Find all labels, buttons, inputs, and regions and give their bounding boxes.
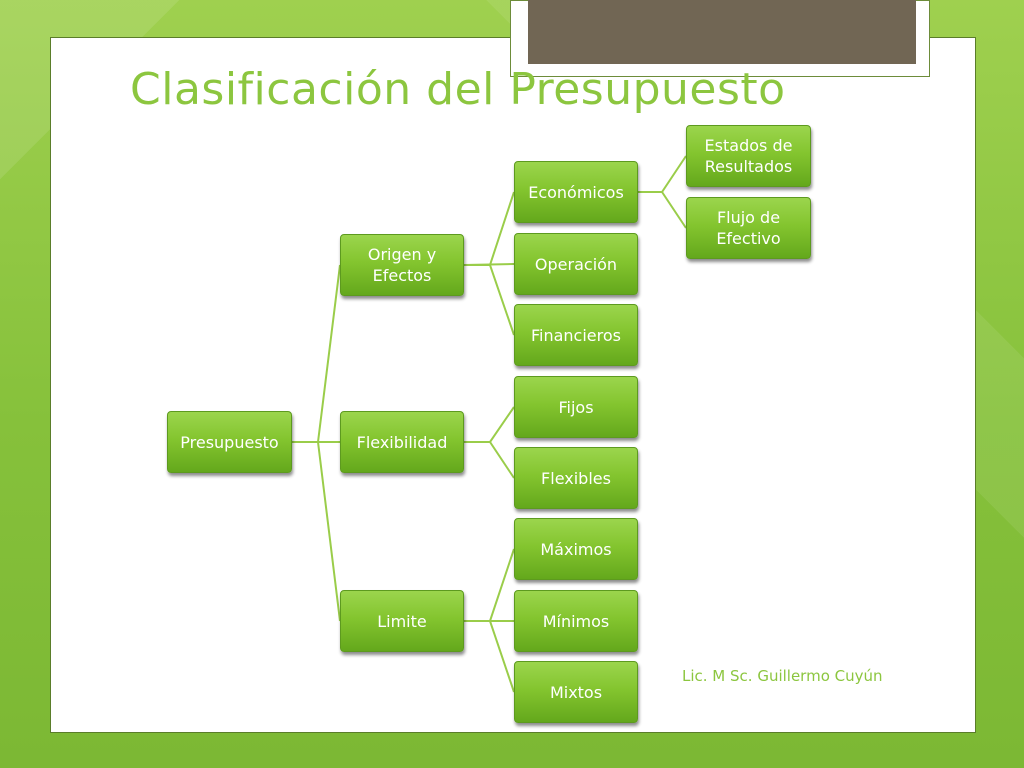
slide-title: Clasificación del Presupuesto [130, 64, 786, 115]
connector-origen-economicos [464, 191, 515, 266]
node-origen-y-efectos: Origen y Efectos [340, 234, 464, 296]
node-flujo-de-efectivo: Flujo de Efectivo [686, 197, 811, 259]
node-mixtos: Mixtos [514, 661, 638, 723]
node-maximos: Máximos [514, 518, 638, 580]
node-financieros: Financieros [514, 304, 638, 366]
node-minimos: Mínimos [514, 590, 638, 652]
connector-root-limite [292, 441, 341, 622]
node-economicos: Económicos [514, 161, 638, 223]
connector-origen-financieros [464, 264, 515, 336]
node-fijos: Fijos [514, 376, 638, 438]
connector-limite-maximos [464, 548, 515, 622]
node-operacion: Operación [514, 233, 638, 295]
node-limite: Limite [340, 590, 464, 652]
connector-limite-mixtos [464, 620, 515, 693]
connector-economicos-flujo [638, 191, 687, 229]
node-flexibilidad: Flexibilidad [340, 411, 464, 473]
connector-flexibilidad-flexibles [464, 441, 515, 479]
node-flexibles: Flexibles [514, 447, 638, 509]
node-estados-de-resultados: Estados de Resultados [686, 125, 811, 187]
author-footer: Lic. M Sc. Guillermo Cuyún [682, 667, 883, 685]
slide-canvas [50, 37, 976, 733]
node-presupuesto: Presupuesto [167, 411, 292, 473]
decorative-image-placeholder [528, 0, 916, 64]
connector-root-origen [292, 264, 341, 443]
connector-economicos-estados [638, 155, 687, 193]
connector-flexibilidad-fijos [464, 406, 515, 443]
